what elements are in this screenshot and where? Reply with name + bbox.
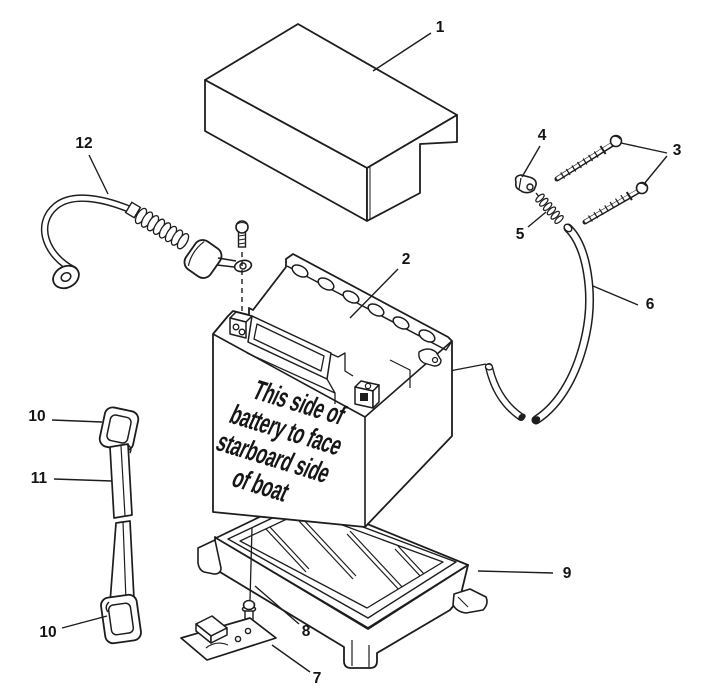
callout-3: 3	[673, 142, 682, 159]
battery-cell-caps	[291, 264, 436, 343]
callout-11: 11	[31, 470, 48, 487]
terminal-bolt	[235, 220, 249, 248]
tray-foot-right	[452, 588, 488, 614]
battery-handle	[246, 315, 336, 404]
battery-cover	[204, 23, 458, 222]
tray-skirt	[214, 536, 469, 669]
screw-upper	[554, 134, 623, 182]
spring	[535, 192, 564, 224]
battery-cable	[41, 194, 253, 318]
battery-vent-fitting	[389, 348, 442, 388]
callout-labels: 1 2 3 4 5 6 7 8 9 10 11 10 12	[28, 19, 681, 687]
callout-4: 4	[538, 127, 547, 144]
callout-12: 12	[75, 135, 92, 152]
cable-ferrule	[124, 201, 142, 219]
cable-bellows	[134, 207, 190, 250]
battery: This side of battery to face starboard s…	[212, 253, 453, 528]
callout-2: 2	[402, 251, 411, 268]
callout-10-lower: 10	[39, 624, 56, 641]
callout-10-upper: 10	[28, 408, 45, 425]
battery-cell-spine	[286, 265, 453, 351]
battery-terminal-left	[229, 311, 253, 339]
strap-hook-lower	[100, 593, 142, 645]
callout-8: 8	[302, 623, 311, 640]
terminal-cap	[514, 174, 537, 194]
callout-7: 7	[313, 670, 322, 687]
callout-leaders	[51, 32, 668, 673]
callout-1: 1	[436, 19, 445, 36]
tray-foot-left	[197, 539, 222, 575]
mounting-screws	[554, 134, 649, 225]
battery-strap	[98, 406, 142, 645]
cable-terminal-eye	[216, 257, 253, 273]
hold-down-bracket	[180, 615, 277, 661]
battery-terminal-right	[354, 380, 380, 409]
battery-tray	[197, 496, 488, 669]
callout-6: 6	[646, 296, 655, 313]
callout-9: 9	[563, 565, 572, 582]
vent-hose-stub	[484, 363, 526, 421]
cable-boot	[183, 239, 223, 279]
screw-lower	[582, 181, 649, 225]
callout-5: 5	[516, 226, 525, 243]
strap-body	[109, 520, 135, 604]
